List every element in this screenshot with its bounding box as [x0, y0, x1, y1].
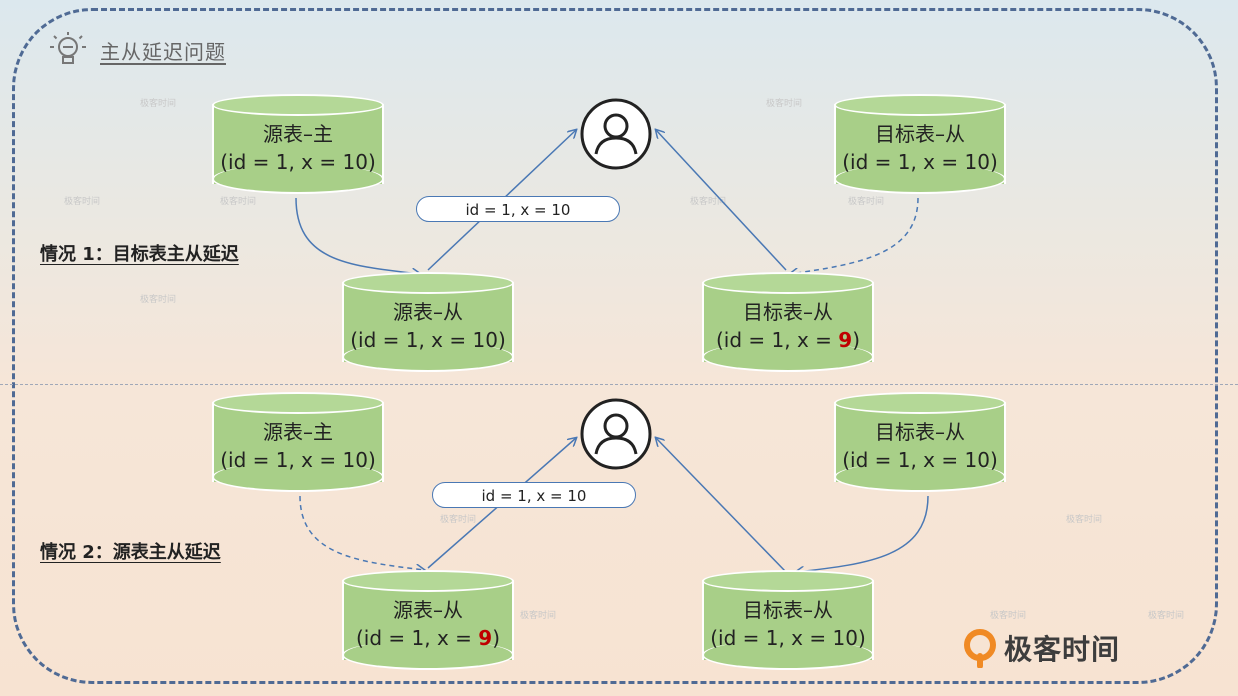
- case-divider: [0, 384, 1238, 385]
- brand-name: 极客时间: [1004, 633, 1121, 666]
- lightbulb-icon: [50, 32, 86, 64]
- watermark: 极客时间: [140, 295, 177, 305]
- target-master-db: 目标表–从 (id = 1, x = 10): [834, 94, 1006, 194]
- db-values: (id = 1, x = 10): [710, 626, 866, 650]
- watermark: 极客时间: [1066, 515, 1103, 525]
- watermark: 极客时间: [440, 515, 477, 525]
- source-slave-db: 源表–从 (id = 1, x = 10): [342, 272, 514, 372]
- db-values: (id = 1, x = 10): [842, 448, 998, 472]
- db-values: (id = 1, x = 9): [355, 626, 500, 650]
- arrow-sync-target-1: [790, 197, 919, 274]
- brand-logo: 极客时间: [962, 628, 1120, 668]
- db-name: 源表–从: [393, 300, 463, 324]
- db-name: 源表–主: [263, 420, 333, 444]
- watermark: 极客时间: [690, 197, 727, 207]
- watermark: 极客时间: [140, 99, 177, 109]
- watermark: 极客时间: [990, 611, 1027, 621]
- case-label-2: 情况 2：源表主从延迟: [40, 542, 221, 563]
- db-values: (id = 1, x = 10): [220, 150, 376, 174]
- case-label-1: 情况 1：目标表主从延迟: [40, 244, 239, 265]
- arrow-read-target-1: [656, 130, 787, 271]
- user-icon: [580, 398, 652, 470]
- watermark: 极客时间: [766, 99, 803, 109]
- db-name: 目标表–从: [875, 122, 965, 146]
- arrow-sync-source-1: [295, 197, 420, 274]
- db-name: 目标表–从: [743, 300, 833, 324]
- message-bubble-1: id = 1, x = 10: [416, 196, 620, 222]
- source-master-db: 源表–主 (id = 1, x = 10): [212, 392, 384, 492]
- watermark: 极客时间: [1148, 611, 1185, 621]
- db-name: 目标表–从: [743, 598, 833, 622]
- page-title: 主从延迟问题: [100, 39, 226, 64]
- db-name: 目标表–从: [875, 420, 965, 444]
- watermark: 极客时间: [848, 197, 885, 207]
- arrow-sync-source-2: [299, 495, 424, 570]
- user-icon: [580, 98, 652, 170]
- watermark: 极客时间: [520, 611, 557, 621]
- target-slave-db: 目标表–从 (id = 1, x = 9): [702, 272, 874, 372]
- db-name: 源表–从: [393, 598, 463, 622]
- message-bubble-2: id = 1, x = 10: [432, 482, 636, 508]
- source-master-db: 源表–主 (id = 1, x = 10): [212, 94, 384, 194]
- watermark: 极客时间: [64, 197, 101, 207]
- arrow-read-target-2: [656, 438, 787, 573]
- source-slave-db: 源表–从 (id = 1, x = 9): [342, 570, 514, 670]
- arrow-sync-target-2: [796, 495, 929, 572]
- db-values: (id = 1, x = 9): [715, 328, 860, 352]
- db-values: (id = 1, x = 10): [350, 328, 506, 352]
- brand-mark-icon: [964, 629, 996, 668]
- dashed-frame: [12, 8, 1218, 684]
- target-master-db: 目标表–从 (id = 1, x = 10): [834, 392, 1006, 492]
- header: 主从延迟问题: [48, 30, 226, 70]
- db-values: (id = 1, x = 10): [842, 150, 998, 174]
- db-name: 源表–主: [263, 122, 333, 146]
- target-slave-db: 目标表–从 (id = 1, x = 10): [702, 570, 874, 670]
- db-values: (id = 1, x = 10): [220, 448, 376, 472]
- watermark: 极客时间: [220, 197, 257, 207]
